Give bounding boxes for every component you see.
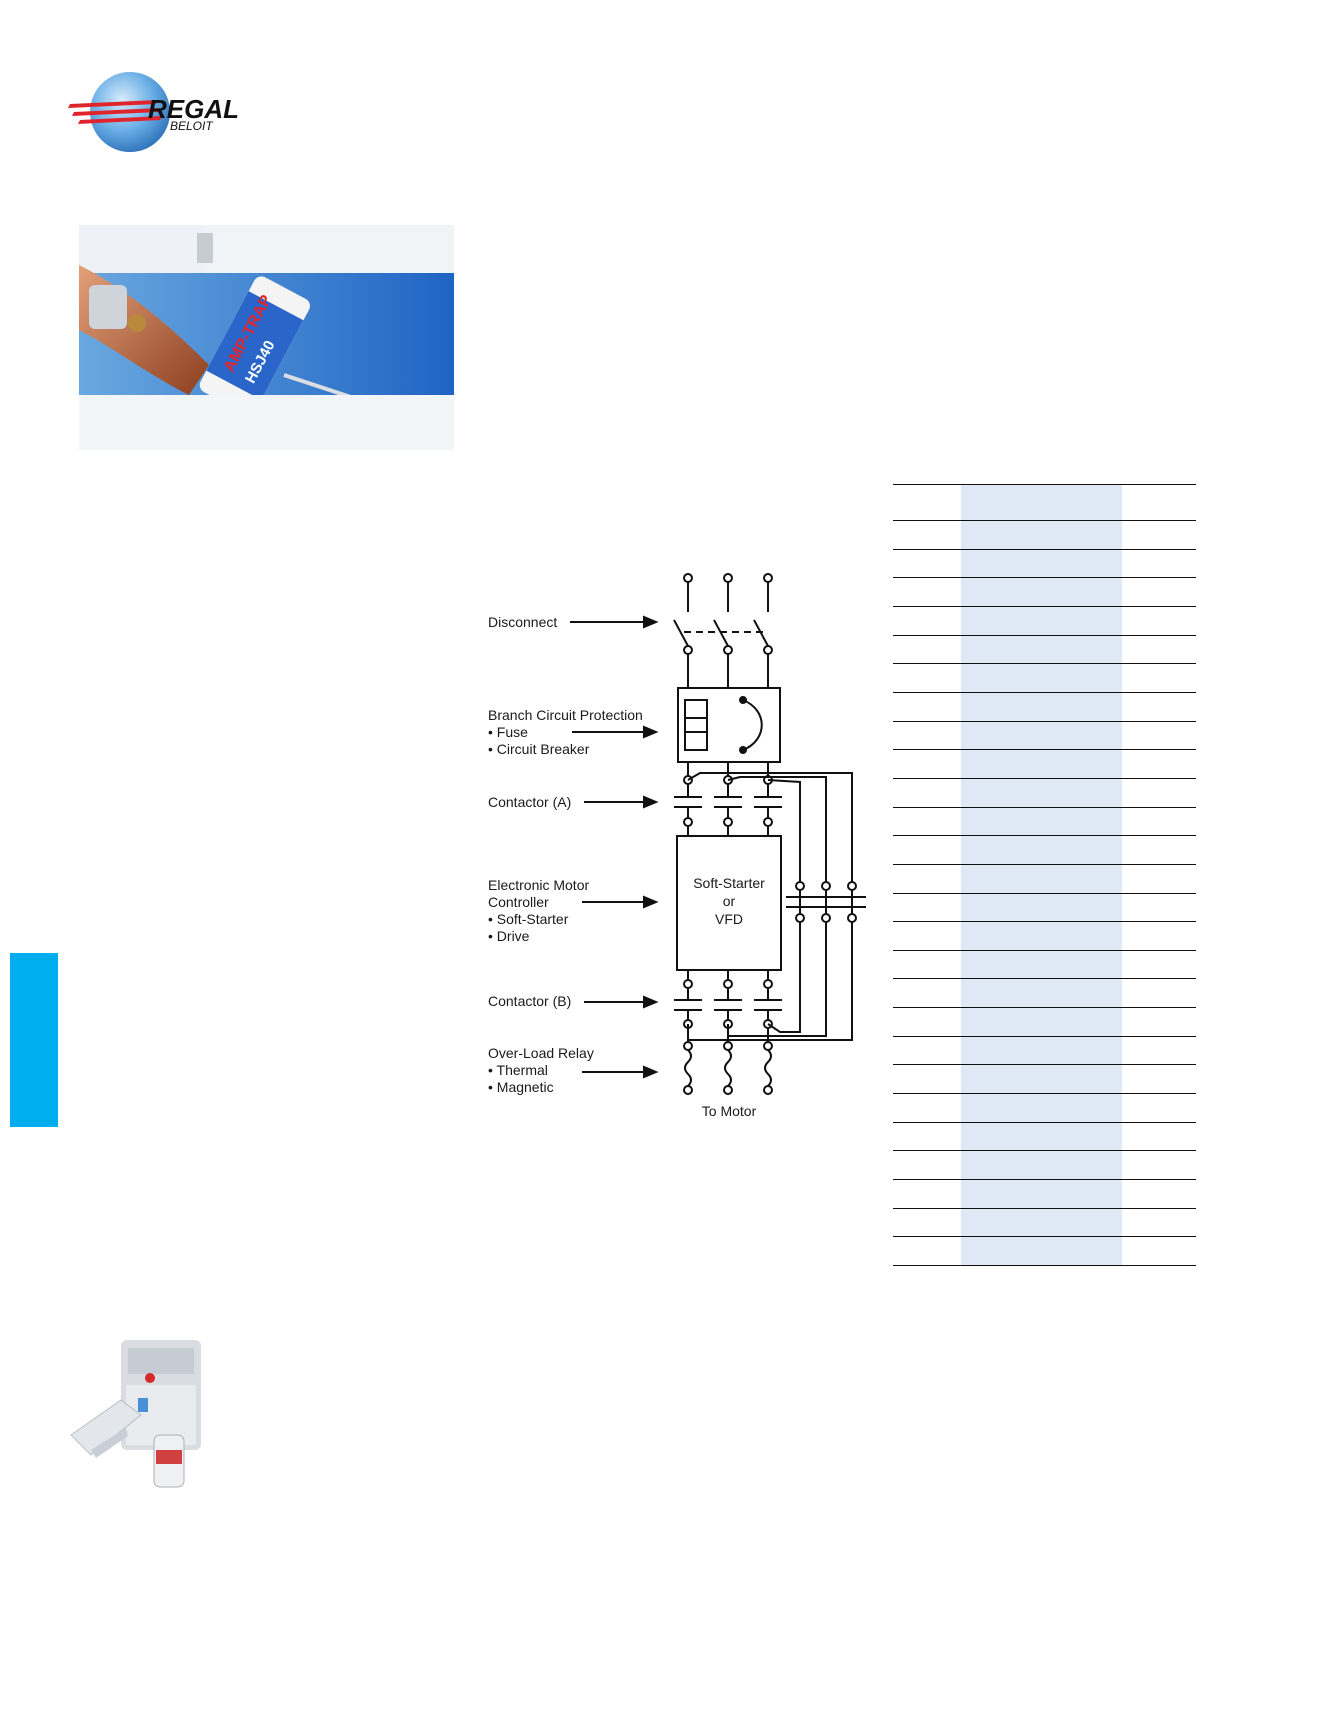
controller-box-line3: VFD: [715, 911, 743, 927]
table-row-rule: [893, 777, 1196, 779]
label-olr-magnetic: • Magnetic: [488, 1079, 554, 1095]
table-row-rule: [893, 749, 1196, 751]
table-row-rule: [893, 835, 1196, 837]
regal-beloit-logo: REGAL BELOIT: [66, 68, 266, 158]
table-row-rule: [893, 1064, 1196, 1066]
table-row-rule: [893, 605, 1196, 607]
ratings-table: [893, 484, 1196, 1266]
table-row-rule: [893, 978, 1196, 980]
controller-box-line2: or: [723, 893, 736, 909]
label-contactor-a: Contactor (A): [488, 794, 571, 810]
disconnect-switch: [673, 619, 689, 647]
table-row-rule: [893, 1236, 1196, 1238]
table-row-rule: [893, 577, 1196, 579]
breaker-symbol: [742, 699, 763, 751]
table-row-rule: [893, 691, 1196, 693]
fuse-photo: AMP-TRAP HSJ40: [79, 225, 454, 450]
label-emc-drive: • Drive: [488, 928, 530, 944]
circuit-wiring: [673, 573, 866, 1095]
label-olr-thermal: • Thermal: [488, 1062, 548, 1078]
table-row-rule: [893, 1007, 1196, 1009]
table-row-rule: [893, 520, 1196, 521]
controller-box-line1: Soft-Starter: [693, 875, 765, 891]
label-emc-soft: • Soft-Starter: [488, 911, 569, 927]
label-bcp-breaker: • Circuit Breaker: [488, 741, 590, 757]
table-row-rule: [893, 863, 1196, 865]
logo-name: REGAL: [148, 94, 239, 124]
table-row-rule: [893, 663, 1196, 665]
table-row-rule: [893, 1207, 1196, 1209]
label-contactor-b: Contactor (B): [488, 993, 571, 1009]
label-olr-title: Over-Load Relay: [488, 1045, 594, 1061]
table-row-rule: [893, 1265, 1196, 1266]
label-disconnect: Disconnect: [488, 614, 557, 630]
to-motor-label: To Motor: [702, 1103, 757, 1119]
table-row-rule: [893, 1035, 1196, 1037]
fuse-symbol: [684, 699, 708, 751]
overload-relay-symbol: [684, 1049, 692, 1087]
table-row-rule: [893, 1179, 1196, 1181]
table-row-rule: [893, 1093, 1196, 1095]
table-row-rule: [893, 548, 1196, 550]
table-row-rule: [893, 806, 1196, 808]
table-row-rule: [893, 1150, 1196, 1152]
section-side-tab: [10, 953, 58, 1127]
table-row-rule: [893, 634, 1196, 636]
table-row-rule: [893, 720, 1196, 722]
table-row-rule: [893, 949, 1196, 951]
label-emc-line2: Controller: [488, 894, 549, 910]
table-row-rule: [893, 1121, 1196, 1123]
logo-sub: BELOIT: [170, 119, 214, 133]
label-emc-line1: Electronic Motor: [488, 877, 589, 893]
label-bcp-fuse: • Fuse: [488, 724, 528, 740]
table-top-rule: [893, 484, 1196, 485]
motor-control-diagram: Disconnect Branch Circuit Protection • F…: [480, 560, 890, 1140]
table-row-rule: [893, 921, 1196, 923]
fuse-holder-photo: [66, 1340, 211, 1500]
table-row-rule: [893, 892, 1196, 894]
label-bcp-title: Branch Circuit Protection: [488, 707, 643, 723]
